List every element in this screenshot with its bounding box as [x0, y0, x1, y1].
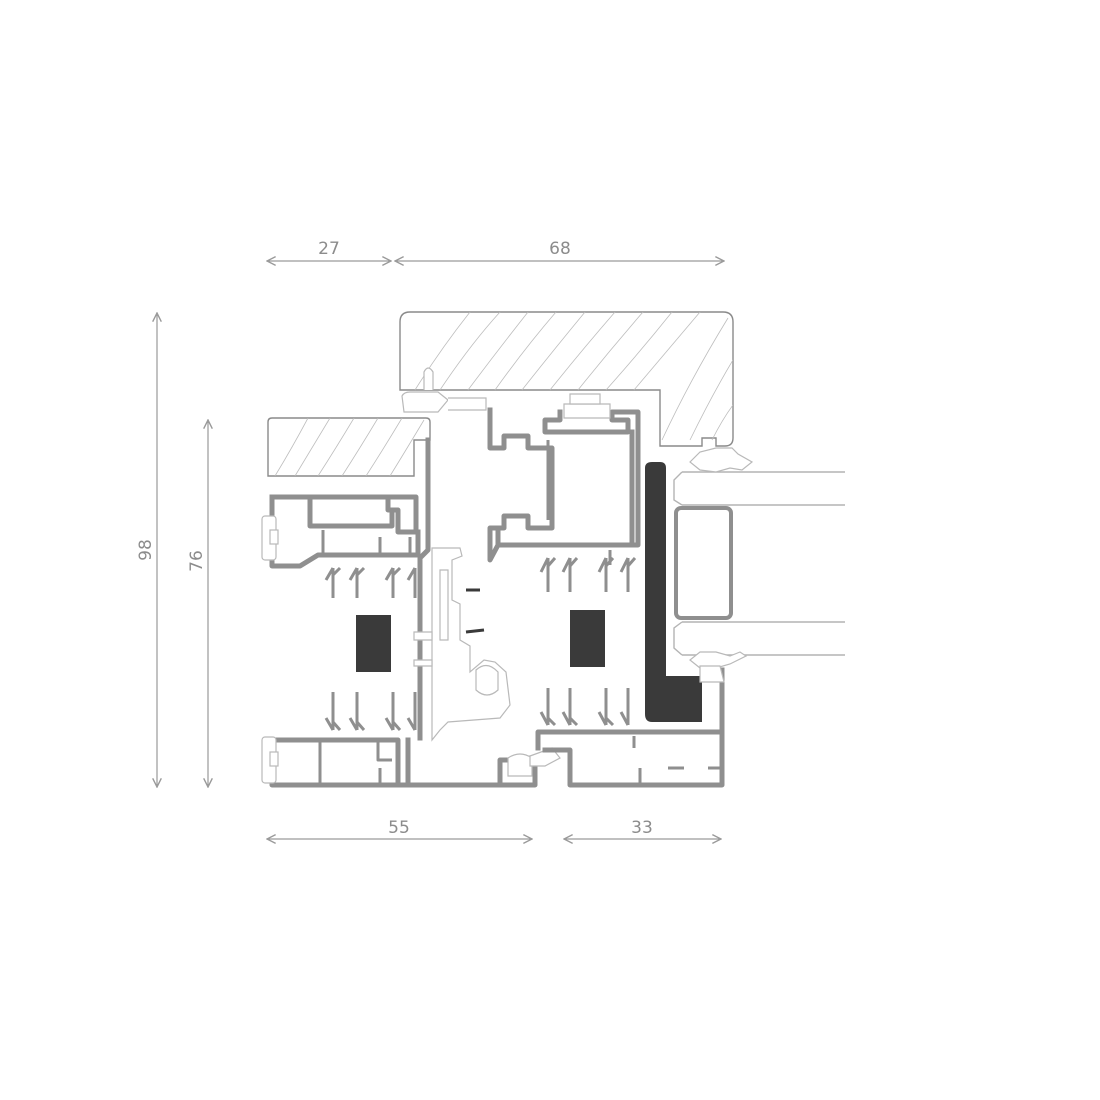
dimension-left-outer: 98	[136, 313, 157, 787]
dimension-top-right: 68	[395, 239, 724, 261]
central-gasket-insert	[401, 391, 561, 777]
glazing-seal	[645, 462, 702, 722]
sash-profile	[487, 393, 725, 788]
dimension-label-27: 27	[318, 239, 340, 259]
insulation-core-left	[356, 615, 391, 672]
dimension-label-33: 33	[631, 818, 653, 838]
dimension-top-left: 27	[267, 239, 391, 261]
glazing-unit	[673, 447, 845, 683]
dimension-label-76: 76	[187, 550, 207, 572]
wood-cladding-top	[399, 311, 734, 447]
thermal-break-right	[539, 557, 637, 727]
dimension-label-55: 55	[388, 818, 410, 838]
wood-cladding-left	[267, 417, 431, 477]
dimension-bottom-left: 55	[267, 818, 532, 839]
glass-spacer	[674, 506, 733, 620]
dimension-label-68: 68	[549, 239, 571, 259]
thermal-break-left	[324, 566, 417, 731]
dimension-left-inner: 76	[187, 420, 208, 787]
dimension-bottom-right: 33	[564, 818, 721, 839]
dimension-label-98: 98	[136, 539, 156, 561]
insulation-core-right	[570, 610, 605, 667]
outer-frame-profile	[261, 437, 538, 788]
